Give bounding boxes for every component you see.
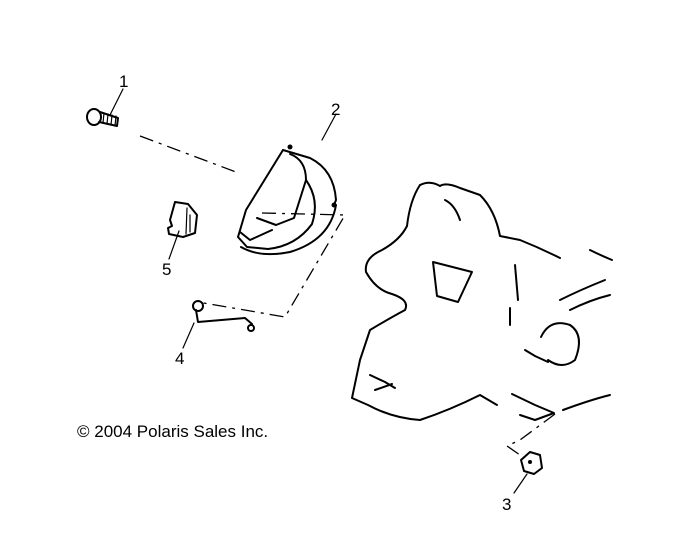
callout-1: 1 [119, 72, 129, 91]
bolt-part [86, 88, 124, 127]
callout-2: 2 [331, 100, 341, 119]
callout-5: 5 [162, 260, 172, 279]
clip-part [167, 201, 198, 260]
callout-3: 3 [502, 495, 512, 514]
callout-4: 4 [175, 349, 185, 368]
wire-bracket-part [182, 300, 255, 349]
engine-case [351, 181, 613, 456]
cover-part [197, 113, 347, 318]
copyright-text: © 2004 Polaris Sales Inc. [77, 422, 269, 441]
nut-part [513, 451, 543, 494]
